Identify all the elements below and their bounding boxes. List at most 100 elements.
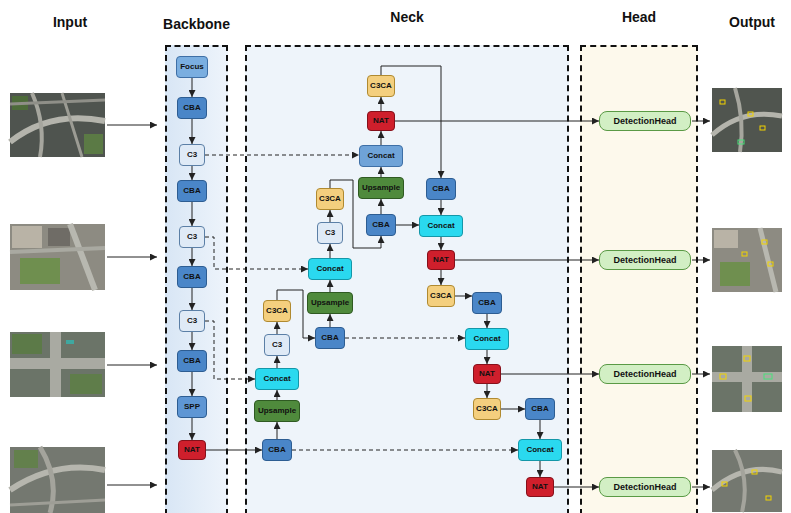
region-frame: HeadDetectionHeadDetectionHeadDetectionH… [580, 45, 698, 513]
photo-road [712, 114, 782, 135]
photo-road [735, 450, 745, 512]
block-label: C3 [272, 340, 282, 350]
block-label: C3 [187, 232, 197, 242]
column-label: Input [53, 14, 87, 30]
block-box: NAT [178, 440, 206, 460]
block-box: CBA [525, 398, 555, 420]
flow-connector [540, 461, 541, 477]
flow-connector [330, 280, 331, 292]
photo-ground [10, 93, 105, 157]
block-box: C3CA [316, 188, 344, 210]
skip-connector [205, 155, 359, 156]
detection-head-box: DetectionHead [599, 477, 691, 497]
block-label: CBA [183, 103, 200, 113]
block-label: Concat [526, 445, 553, 455]
photo-ground [10, 224, 105, 290]
block-box: CBA [177, 97, 207, 119]
photo-road [10, 468, 105, 491]
head-ground [580, 45, 698, 513]
block-label: NAT [433, 255, 449, 265]
block-label: Focus [180, 62, 204, 72]
output-arrow [692, 487, 710, 488]
flow-connector [381, 199, 382, 214]
input-arrow [107, 485, 157, 486]
detection-box [762, 240, 767, 244]
flow-connector [192, 202, 193, 226]
flow-connector [277, 322, 278, 334]
block-label: C3CA [476, 404, 498, 414]
input-photo [10, 332, 105, 397]
photo-green [70, 374, 102, 394]
photo-road [50, 332, 61, 397]
flow-connector [487, 314, 488, 328]
skip-connector [205, 321, 255, 379]
block-box: Focus [176, 56, 208, 78]
block-box: NAT [367, 111, 395, 131]
flow-connector [192, 119, 193, 144]
flow-connector [441, 237, 442, 250]
region-title: Head [622, 9, 656, 25]
block-box: C3 [179, 144, 205, 166]
block-box: C3 [317, 222, 343, 244]
flow-connector [501, 374, 599, 375]
photo-ground [712, 450, 782, 512]
skip-connector [205, 237, 308, 269]
block-label: Concat [263, 374, 290, 384]
block-label: Concat [473, 334, 500, 344]
block-label: CBA [183, 272, 200, 282]
block-label: CBA [478, 298, 495, 308]
block-label: C3CA [370, 81, 392, 91]
flow-connector [330, 210, 331, 222]
photo-road [10, 118, 105, 142]
block-box: C3CA [263, 300, 291, 322]
block-box: CBA [177, 350, 207, 372]
flow-connector [441, 200, 442, 215]
skip-connector [345, 338, 465, 339]
detection-head-box: DetectionHead [599, 111, 691, 131]
flow-connector [487, 384, 488, 398]
block-box: NAT [473, 364, 501, 384]
block-box: Concat [465, 328, 509, 350]
detection-box [742, 252, 747, 256]
output-arrow [692, 374, 710, 375]
flow-connector [192, 332, 193, 350]
flow-connector [554, 487, 599, 488]
output-arrow [692, 121, 710, 122]
detection-box [764, 374, 772, 379]
photo-road [760, 228, 776, 292]
output-arrow [692, 260, 710, 261]
detection-box [760, 126, 765, 130]
block-label: NAT [532, 482, 548, 492]
flow-connector [381, 97, 382, 111]
flow-connector [381, 131, 382, 145]
block-label: CBA [268, 445, 285, 455]
flow-connector [277, 356, 278, 368]
detection-head-box: DetectionHead [599, 364, 691, 384]
flow-connector [441, 270, 442, 285]
column-label: Output [729, 14, 775, 30]
block-box: NAT [427, 250, 455, 270]
block-label: C3 [187, 316, 197, 326]
photo-green [84, 134, 103, 154]
output-photo [712, 450, 782, 512]
block-box: SPP [177, 396, 207, 418]
block-box: CBA [315, 327, 345, 349]
output-photo [712, 346, 782, 412]
backbone-ground [165, 45, 228, 513]
flow-connector [381, 167, 382, 177]
block-label: Concat [316, 264, 343, 274]
block-label: Upsample [258, 406, 296, 416]
block-box: Upsample [307, 292, 353, 314]
block-label: C3 [325, 228, 335, 238]
photo-road [712, 469, 782, 490]
output-photo [712, 88, 782, 152]
block-label: DetectionHead [613, 255, 676, 266]
block-box: CBA [177, 180, 207, 202]
image-arrows [107, 121, 710, 487]
block-box: C3CA [473, 398, 501, 420]
photo-ground [10, 332, 105, 397]
block-label: NAT [479, 369, 495, 379]
region-frame: NeckC3CANATConcatUpsampleCBACBAConcatNAT… [245, 45, 569, 513]
photo-road [742, 346, 752, 412]
block-box: Upsample [254, 400, 300, 422]
